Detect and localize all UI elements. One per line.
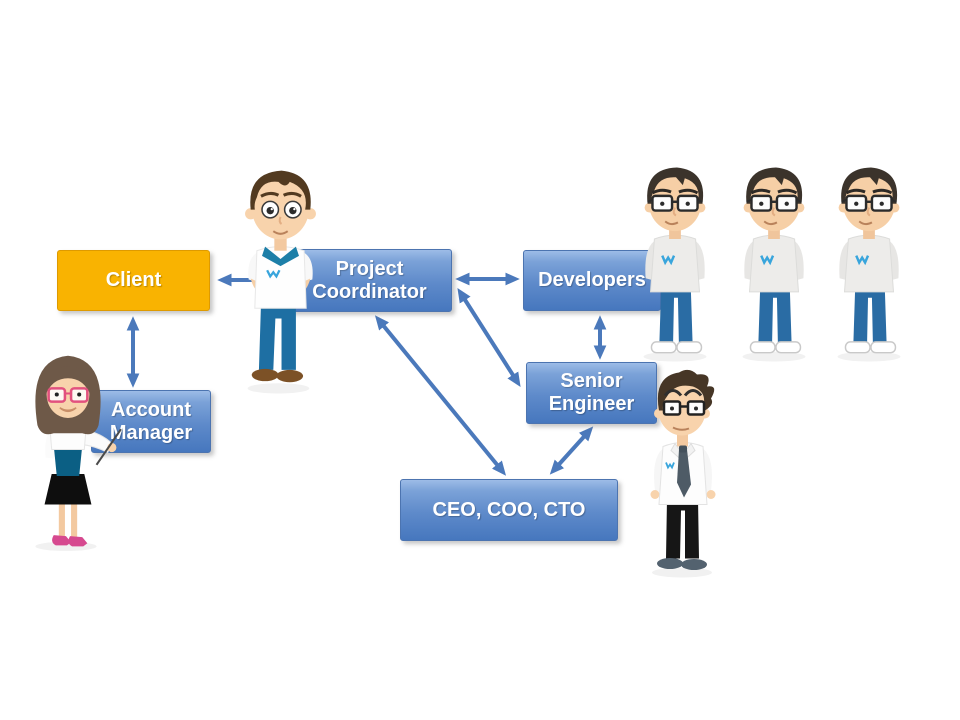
- account-manager-character: [35, 355, 122, 551]
- node-developers-label: Developers: [538, 269, 646, 291]
- developer-character-1: [642, 165, 708, 363]
- node-senior-engineer-label: Senior Engineer: [548, 370, 635, 415]
- developer-character-2: [741, 165, 807, 363]
- node-executives-label: CEO, COO, CTO: [432, 498, 586, 521]
- node-client[interactable]: Client: [57, 250, 210, 311]
- senior-engineer-character: [650, 369, 716, 578]
- edge-senior-engineer-executives: [549, 426, 594, 475]
- node-developers[interactable]: Developers: [523, 250, 661, 311]
- project-coordinator-character: [245, 170, 316, 394]
- node-account-manager-label: Account Manager: [109, 398, 193, 444]
- edge-project-coordinator-senior-engineer: [457, 287, 521, 388]
- developer-character-3: [836, 165, 902, 363]
- node-senior-engineer[interactable]: Senior Engineer: [526, 362, 657, 424]
- node-project-coordinator-label: Project Coordinator: [312, 257, 427, 303]
- node-client-label: Client: [105, 269, 162, 291]
- edge-project-coordinator-executives: [374, 315, 507, 476]
- node-executives[interactable]: CEO, COO, CTO: [400, 479, 618, 541]
